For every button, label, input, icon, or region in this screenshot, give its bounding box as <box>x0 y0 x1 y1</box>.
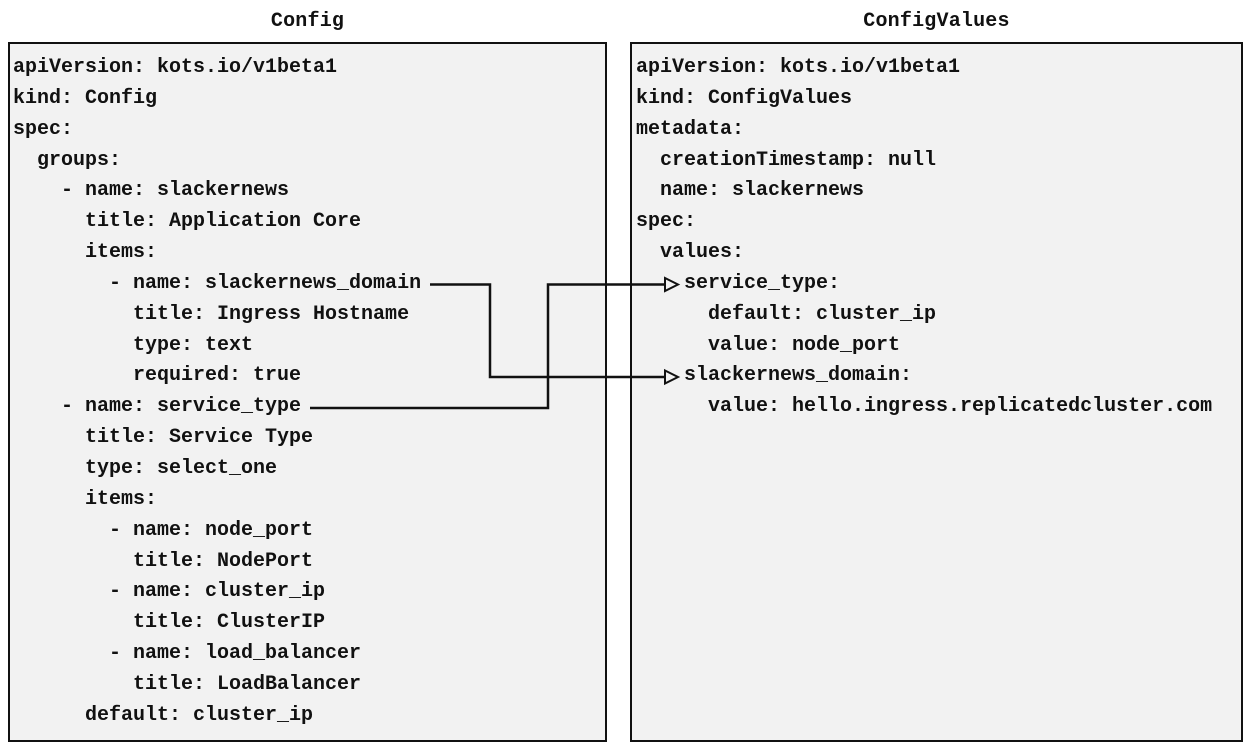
configvalues-panel <box>630 42 1243 742</box>
configvalues-panel-title: ConfigValues <box>863 10 1010 33</box>
config-yaml-code: apiVersion: kots.io/v1beta1 kind: Config… <box>13 56 422 727</box>
configvalues-yaml-code: apiVersion: kots.io/v1beta1 kind: Config… <box>636 56 1213 419</box>
config-panel-title: Config <box>270 10 345 33</box>
